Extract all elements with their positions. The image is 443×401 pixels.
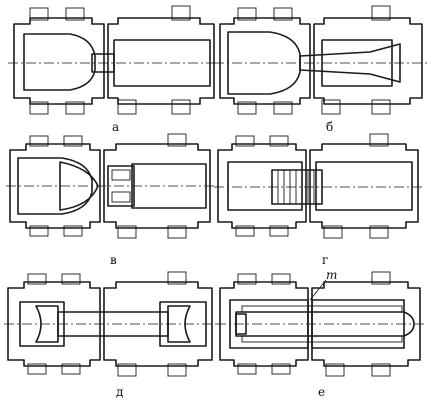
panel-e: m е — [216, 268, 426, 399]
panel-a: а — [8, 5, 218, 134]
panel-e-label: е — [318, 385, 325, 399]
panel-b-label: б — [326, 120, 333, 134]
panel-g: г — [214, 133, 424, 267]
panel-v: в — [6, 133, 214, 267]
callout-m-label: m — [326, 268, 337, 282]
panel-g-label: г — [322, 253, 328, 267]
panel-v-label: в — [110, 253, 117, 267]
panel-b: б — [214, 5, 428, 134]
panel-a-label: а — [112, 120, 119, 134]
panel-d-label: д — [116, 385, 123, 399]
panel-d: д — [4, 271, 216, 399]
